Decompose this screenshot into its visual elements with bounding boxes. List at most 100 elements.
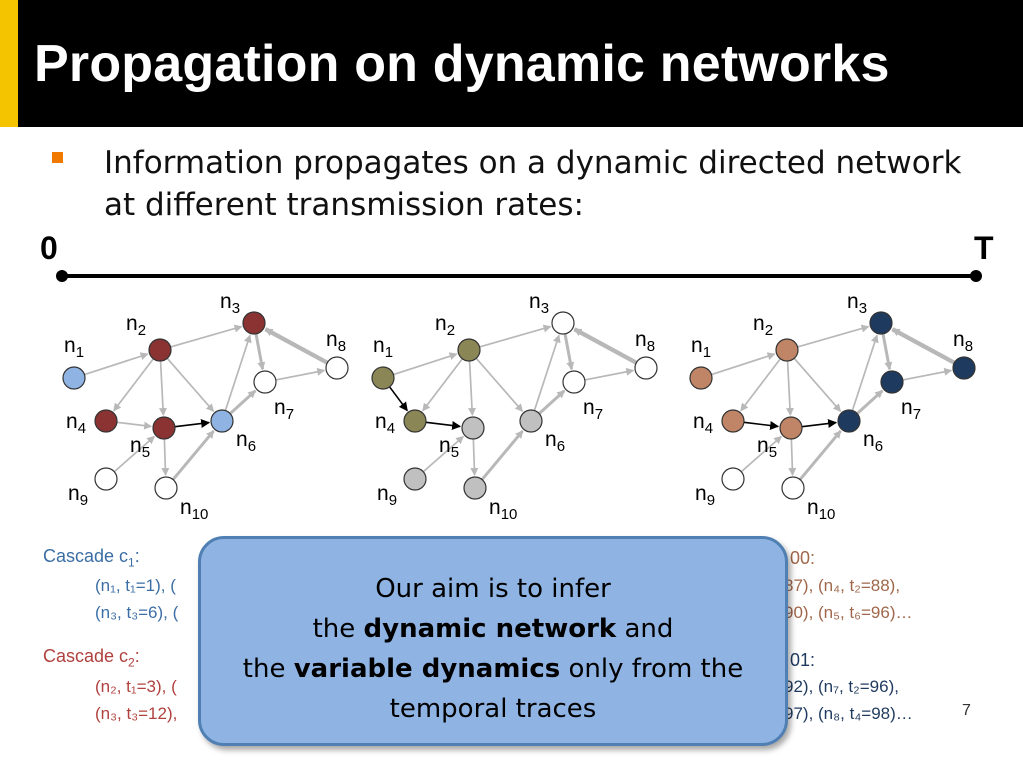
timeline-start-dot xyxy=(56,270,68,282)
edge-n2-n6 xyxy=(793,357,842,412)
node-n6-net3 xyxy=(837,409,861,433)
edge-n8-n3 xyxy=(891,327,956,365)
cascade-left-title-2: Cascade c2: xyxy=(43,646,140,670)
node-label-n5-net2: n5 xyxy=(439,434,459,461)
node-label-n6-net2: n6 xyxy=(545,428,565,455)
edge-n8-n3 xyxy=(573,327,638,365)
edge-n2-n3 xyxy=(170,324,243,348)
callout-box: Our aim is to infer the dynamic network … xyxy=(198,536,788,746)
node-label-n3-net1: n3 xyxy=(220,290,240,317)
timeline-end-label: T xyxy=(974,230,994,266)
edge-n2-n3 xyxy=(797,324,870,348)
bullet-text: Information propagates on a dynamic dire… xyxy=(104,142,1004,226)
cascade-left-2-line-1: (n₂, t₁=3), ( xyxy=(95,677,177,696)
node-n6-net2 xyxy=(519,409,543,433)
node-n8-net2 xyxy=(634,356,658,380)
node-label-n1-net1: n1 xyxy=(64,334,84,361)
node-label-n4-net3: n4 xyxy=(693,410,713,437)
node-label-n2-net1: n2 xyxy=(126,312,146,339)
node-label-n2-net3: n2 xyxy=(753,312,773,339)
callout-line-2-bold: dynamic network xyxy=(363,614,617,644)
node-n3-net3 xyxy=(869,311,893,335)
node-label-n7-net2: n7 xyxy=(583,396,603,423)
callout-line-2-pre: the xyxy=(312,614,364,644)
node-label-n2-net2: n2 xyxy=(435,312,455,339)
timeline: 0 T xyxy=(40,230,994,282)
edge-n10-n6 xyxy=(171,430,215,481)
node-label-n5-net1: n5 xyxy=(130,434,150,461)
cascade-left-1-line-1: (n₁, t₁=1), ( xyxy=(95,576,176,595)
callout-line-4: temporal traces xyxy=(389,694,597,724)
node-n5-net3 xyxy=(779,416,803,440)
edge-n9-n5 xyxy=(422,435,464,473)
edge-n2-n4 xyxy=(422,358,464,412)
edge-n7-n8 xyxy=(902,367,953,381)
callout-line-1: Our aim is to infer xyxy=(375,574,611,604)
cascade-right-1-line-1: 87), (n₄, t₂=88), xyxy=(784,576,901,595)
node-label-n8-net3: n8 xyxy=(953,328,973,355)
node-label-n3-net3: n3 xyxy=(847,290,867,317)
node-label-n8-net2: n8 xyxy=(635,328,655,355)
slide-title: Propagation on dynamic networks xyxy=(34,35,890,93)
node-n5-net2 xyxy=(461,416,485,440)
edge-n2-n5 xyxy=(785,360,794,417)
cascade-left-title-1: Cascade c1: xyxy=(43,546,140,570)
node-n2-net3 xyxy=(775,338,799,362)
node-label-n9-net3: n9 xyxy=(695,482,715,509)
node-n10-net2 xyxy=(463,476,487,500)
node-label-n1-net2: n1 xyxy=(373,334,393,361)
edge-n6-n3 xyxy=(224,334,252,411)
edge-n7-n8 xyxy=(584,367,635,381)
edge-n1-n2 xyxy=(711,352,776,376)
cascade-right-1-line-2: 90), (n₅, t₆=96)… xyxy=(784,603,913,622)
node-n9-net1 xyxy=(94,467,118,491)
bullet-line-1: Information propagates on a dynamic dire… xyxy=(104,145,962,181)
callout-line-3-bold: variable dynamics xyxy=(293,654,561,684)
edge-n2-n4 xyxy=(740,358,782,412)
node-n7-net1 xyxy=(253,370,277,394)
edge-n6-n7 xyxy=(538,389,566,415)
node-n1-net1 xyxy=(62,366,86,390)
edge-n6-n7 xyxy=(229,389,257,415)
edge-n5-n10 xyxy=(470,438,479,477)
timeline-start-label: 0 xyxy=(40,230,58,266)
timeline-end-dot xyxy=(970,270,982,282)
node-label-n5-net3: n5 xyxy=(757,434,777,461)
edge-n3-n7 xyxy=(563,333,575,371)
node-label-n10-net2: n10 xyxy=(489,496,517,523)
node-n1-net2 xyxy=(371,366,395,390)
callout-line-2-post: and xyxy=(616,614,674,644)
node-label-n1-net3: n1 xyxy=(691,334,711,361)
callout-line-3: the variable dynamics only from the xyxy=(201,649,785,689)
edge-n10-n6 xyxy=(798,430,842,481)
edge-n1-n2 xyxy=(393,352,458,376)
edge-n1-n4 xyxy=(388,386,408,412)
title-accent-bar xyxy=(0,0,18,127)
node-n9-net3 xyxy=(721,467,745,491)
node-label-n9-net2: n9 xyxy=(377,482,397,509)
node-n2-net1 xyxy=(148,338,172,362)
node-n8-net1 xyxy=(325,356,349,380)
cascade-right-title-1: 00: xyxy=(790,548,816,568)
node-n9-net2 xyxy=(403,467,427,491)
edge-n6-n7 xyxy=(856,389,884,415)
node-n2-net2 xyxy=(457,338,481,362)
edge-n5-n10 xyxy=(788,438,797,477)
bullet-marker xyxy=(52,152,63,163)
callout-line-2: the dynamic network and xyxy=(201,609,785,649)
node-n4-net2 xyxy=(403,409,427,433)
node-label-n6-net1: n6 xyxy=(236,428,256,455)
edge-n9-n5 xyxy=(740,435,782,473)
node-label-n10-net3: n10 xyxy=(807,496,835,523)
node-n3-net2 xyxy=(551,311,575,335)
node-n6-net1 xyxy=(210,409,234,433)
edge-n5-n10 xyxy=(161,438,170,477)
edge-n2-n5 xyxy=(467,360,476,417)
node-n4-net1 xyxy=(94,409,118,433)
node-n4-net3 xyxy=(721,409,745,433)
cascade-left-2-line-2: (n₃, t₃=12), xyxy=(95,704,178,723)
